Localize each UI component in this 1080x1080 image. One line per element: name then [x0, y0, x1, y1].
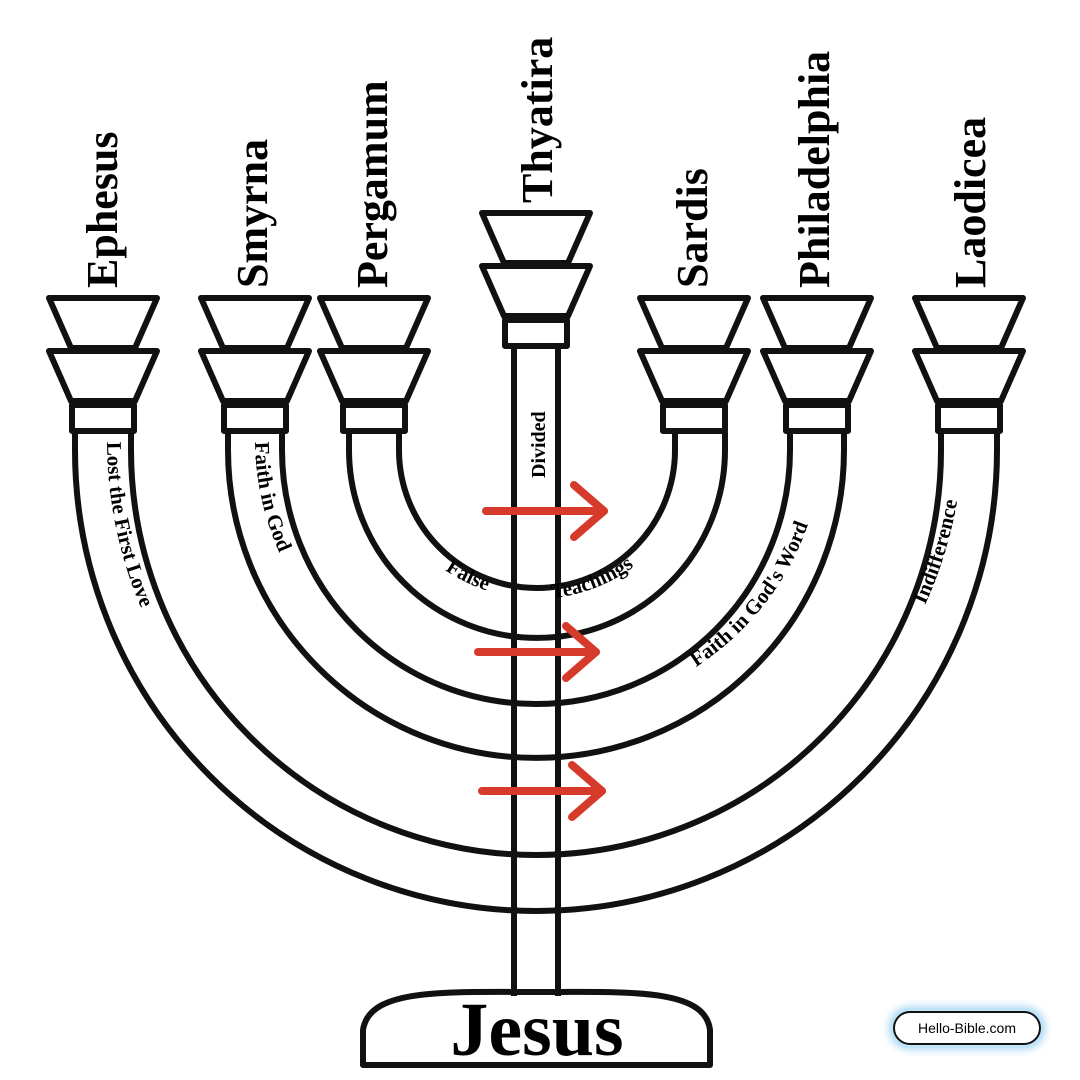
label-thyatira: Thyatira	[513, 37, 562, 203]
cup-smyrna	[198, 295, 312, 434]
cup-thyatira	[479, 210, 593, 349]
label-sardis: Sardis	[668, 168, 717, 288]
arrow-3	[478, 761, 606, 821]
label-smyrna: Smyrna	[228, 139, 277, 288]
arrow-2	[474, 622, 600, 682]
menorah-lampstand	[46, 210, 1026, 1068]
label-faith-in-god: Faith in God	[250, 441, 297, 555]
outer-branch	[72, 432, 1000, 914]
watermark-badge: Hello-Bible.com	[893, 1011, 1041, 1045]
label-divided: Divided	[528, 411, 550, 478]
inner-branch	[346, 432, 728, 641]
label-jesus: Jesus	[450, 988, 623, 1072]
cup-pergamum	[317, 295, 431, 434]
cup-sardis	[637, 295, 751, 434]
label-laodicea: Laodicea	[946, 117, 995, 288]
middle-branch	[225, 432, 847, 761]
label-ephesus: Ephesus	[78, 131, 127, 288]
church-labels: Ephesus Smyrna Pergamum Thyatira Sardis …	[78, 37, 995, 288]
cup-laodicea	[912, 295, 1026, 434]
menorah-base	[360, 988, 713, 1068]
cup-philadelphia	[760, 295, 874, 434]
arrow-1	[482, 481, 608, 541]
label-philadelphia: Philadelphia	[790, 51, 839, 288]
label-pergamum: Pergamum	[348, 80, 397, 288]
cup-ephesus	[46, 295, 160, 434]
arrows-group	[474, 481, 608, 821]
label-teachings: Teachings	[550, 551, 638, 603]
